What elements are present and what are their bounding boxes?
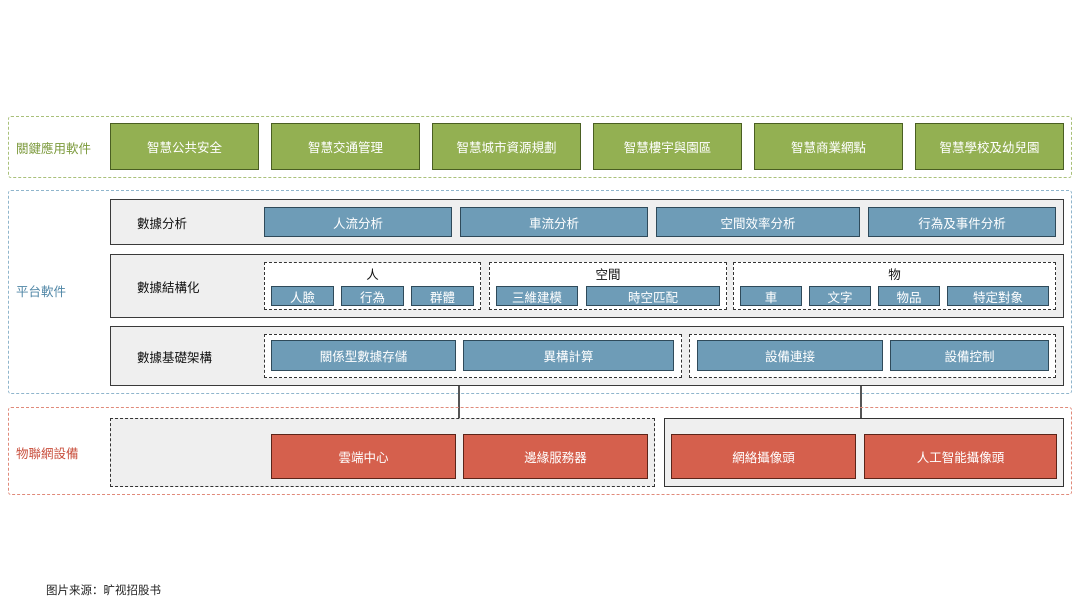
connector-line-left xyxy=(458,386,460,434)
structuring-item-behavior: 行為 xyxy=(341,286,404,306)
analysis-item-behavior-events: 行為及事件分析 xyxy=(868,207,1056,237)
connector-line-right xyxy=(860,386,862,434)
applications-layer-frame xyxy=(8,116,1072,178)
structuring-item-text: 文字 xyxy=(809,286,871,306)
app-item-buildings: 智慧樓宇與園區 xyxy=(593,123,742,170)
iot-item-edge-server: 邊緣服務器 xyxy=(463,434,648,479)
analysis-item-space-efficiency: 空間效率分析 xyxy=(656,207,860,237)
app-item-city-planning: 智慧城市資源規劃 xyxy=(432,123,581,170)
structuring-group-objects-title: 物 xyxy=(888,266,901,282)
iot-item-ai-camera: 人工智能攝像頭 xyxy=(864,434,1057,479)
app-item-public-safety: 智慧公共安全 xyxy=(110,123,259,170)
infra-item-relational-storage: 關係型數據存儲 xyxy=(271,340,456,371)
applications-layer-label: 關鍵應用軟件 xyxy=(16,140,92,156)
structuring-item-crowd: 群體 xyxy=(411,286,474,306)
platform-layer-label: 平台軟件 xyxy=(16,283,67,299)
image-source-caption: 图片来源：旷视招股书 xyxy=(46,583,161,597)
data-infrastructure-title: 數據基礎架構 xyxy=(137,349,213,365)
structuring-item-vehicle: 車 xyxy=(740,286,802,306)
app-item-commerce: 智慧商業網點 xyxy=(754,123,903,170)
iot-item-network-camera: 網絡攝像頭 xyxy=(671,434,856,479)
structuring-item-specific-object: 特定對象 xyxy=(947,286,1049,306)
app-item-schools: 智慧學校及幼兒園 xyxy=(915,123,1064,170)
structuring-group-people-title: 人 xyxy=(366,266,379,282)
structuring-group-space-title: 空間 xyxy=(595,266,621,282)
structuring-item-face: 人臉 xyxy=(271,286,334,306)
iot-item-cloud-center: 雲端中心 xyxy=(271,434,456,479)
iot-layer-frame xyxy=(8,407,1072,495)
platform-layer-frame xyxy=(8,190,1072,394)
infra-item-device-connect: 設備連接 xyxy=(697,340,883,371)
infra-item-heterogeneous-compute: 異構計算 xyxy=(463,340,674,371)
iot-layer-label: 物聯網設備 xyxy=(16,445,79,461)
app-item-traffic: 智慧交通管理 xyxy=(271,123,420,170)
structuring-item-3d-modeling: 三維建模 xyxy=(496,286,578,306)
analysis-item-vehicle-flow: 車流分析 xyxy=(460,207,648,237)
data-analysis-title: 數據分析 xyxy=(137,215,188,231)
structuring-item-goods: 物品 xyxy=(878,286,940,306)
data-structuring-title: 數據結構化 xyxy=(137,279,200,295)
analysis-item-people-flow: 人流分析 xyxy=(264,207,452,237)
structuring-item-spatiotemporal-match: 時空匹配 xyxy=(586,286,720,306)
infra-item-device-control: 設備控制 xyxy=(890,340,1049,371)
